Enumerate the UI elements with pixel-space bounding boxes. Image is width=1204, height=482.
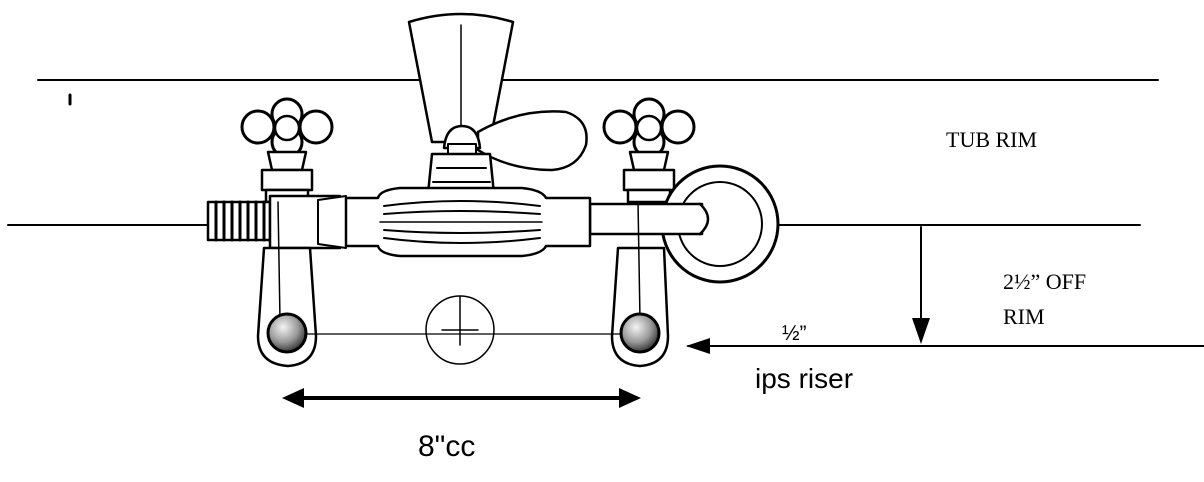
barrel-body xyxy=(344,186,592,258)
left-cross-handle xyxy=(240,97,334,204)
diverter-cap xyxy=(442,124,482,155)
riser-type-label: ips riser xyxy=(755,363,854,394)
tub-rim-label: TUB RIM xyxy=(946,127,1038,152)
off-rim-dimension-arrow xyxy=(912,226,930,344)
threaded-spout xyxy=(206,200,272,242)
off-rim-measurement: 2½” OFF xyxy=(1003,269,1087,294)
right-riser-ball xyxy=(619,312,661,354)
off-rim-measurement-line2: RIM xyxy=(1003,304,1045,329)
center-to-center-label: 8"cc xyxy=(418,430,476,463)
right-riser-leg xyxy=(610,201,670,368)
center-to-center-arrow xyxy=(282,388,641,408)
left-riser-ball xyxy=(266,312,308,354)
right-cross-handle xyxy=(602,97,696,204)
main-pipe xyxy=(268,194,710,250)
riser-pointer-arrow xyxy=(686,338,791,354)
left-riser-leg xyxy=(256,201,318,368)
center-lever-handle xyxy=(407,12,515,144)
center-marker xyxy=(425,295,495,365)
diverter-lever xyxy=(476,110,588,172)
riser-size-label: ½” xyxy=(782,322,807,345)
